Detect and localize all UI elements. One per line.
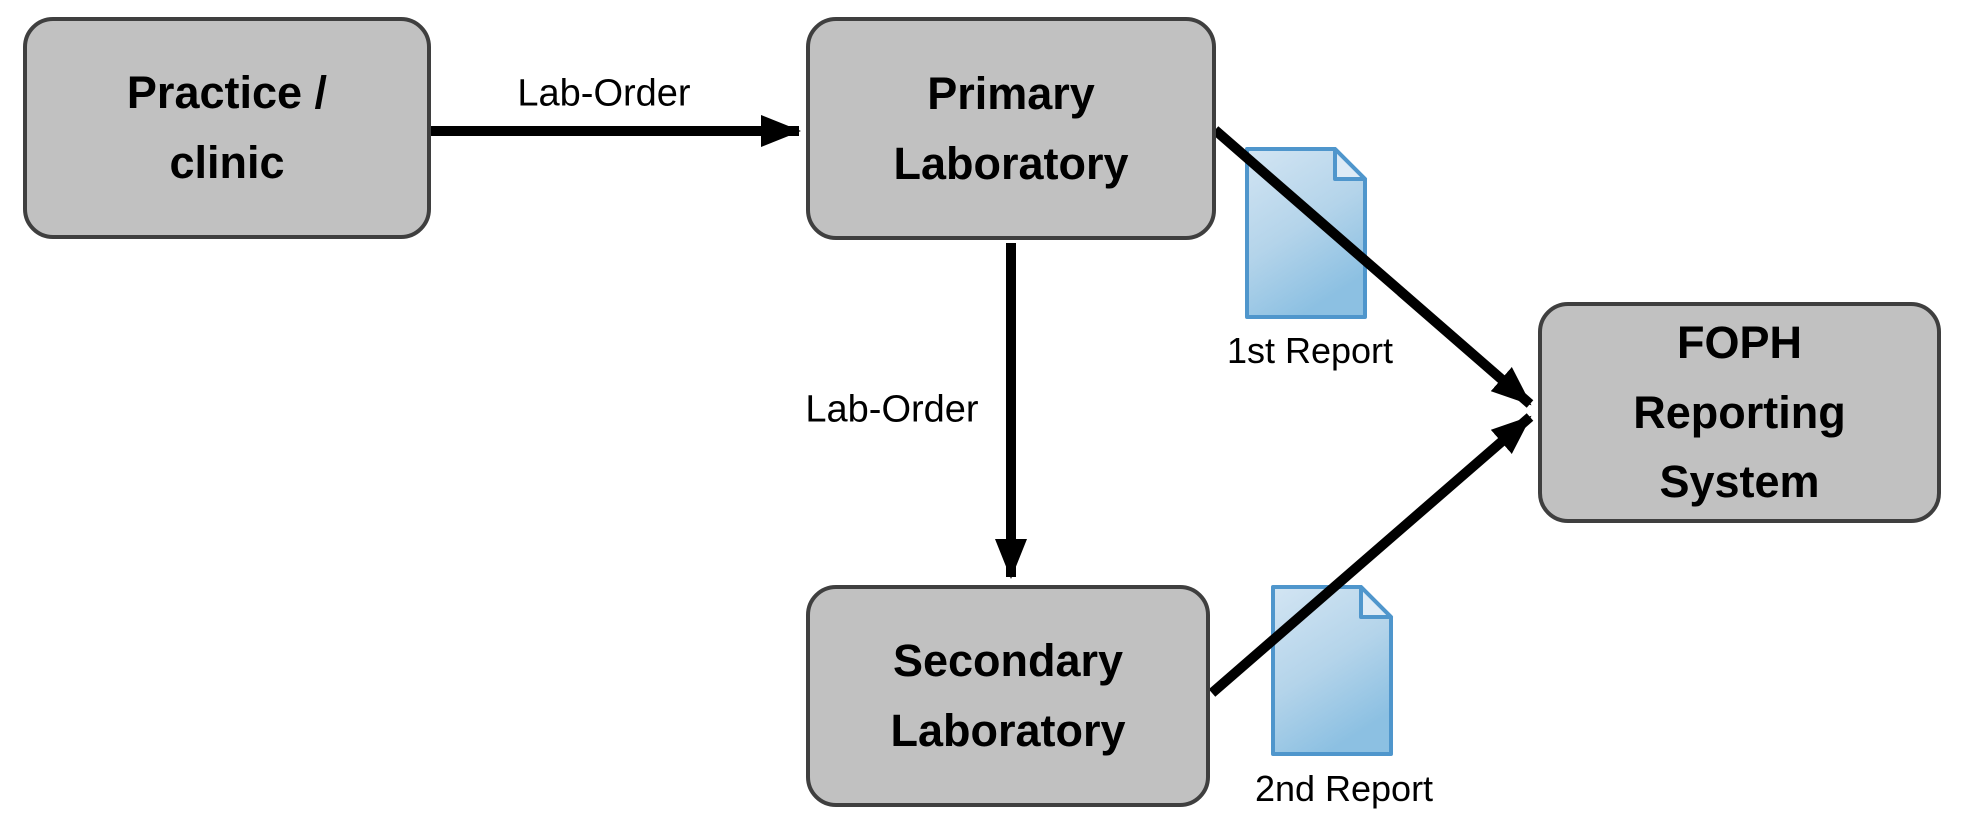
node-primary-laboratory: Primary Laboratory — [806, 17, 1216, 240]
node-foph-reporting-system: FOPH Reporting System — [1538, 302, 1941, 523]
edge-label-first-report: 1st Report — [1226, 330, 1394, 371]
node-practice-clinic: Practice / clinic — [23, 17, 431, 239]
node-label: Secondary Laboratory — [890, 635, 1126, 756]
node-secondary-laboratory: Secondary Laboratory — [806, 585, 1210, 807]
document-icon — [1245, 147, 1367, 319]
node-label: Primary Laboratory — [893, 67, 1129, 189]
edge-label-lab-order-vertical: Lab-Order — [805, 388, 979, 431]
node-label: Practice / clinic — [126, 67, 328, 188]
arrow-second-report-secondary-to-foph — [1208, 413, 1534, 697]
arrow-first-report-primary-to-foph — [1211, 126, 1534, 408]
edge-label-lab-order-horizontal: Lab-Order — [517, 72, 691, 115]
node-label: FOPH Reporting System — [1633, 316, 1846, 508]
document-icon — [1271, 585, 1393, 756]
edge-label-second-report: 2nd Report — [1254, 768, 1434, 809]
